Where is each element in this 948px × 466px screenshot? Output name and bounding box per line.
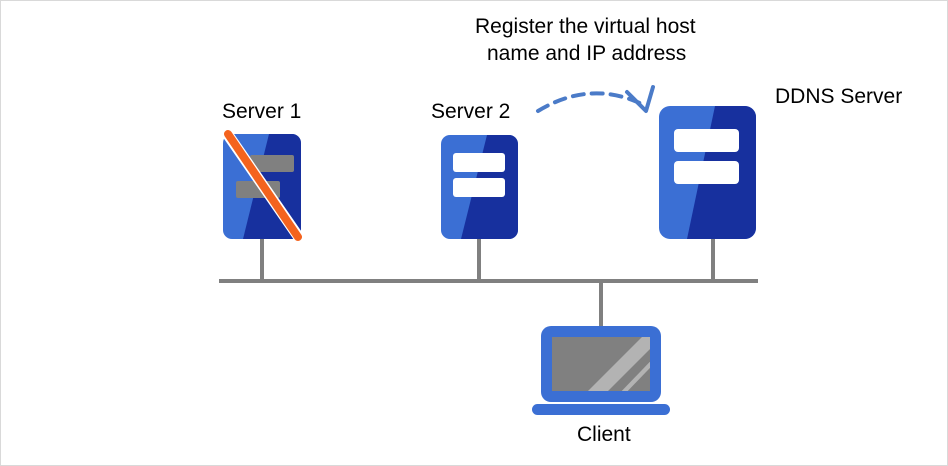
screen-glare bbox=[588, 337, 650, 391]
node-label-ddns: DDNS Server bbox=[775, 85, 903, 108]
disabled-slash-icon bbox=[220, 126, 306, 245]
server-bar-bottom bbox=[453, 178, 505, 197]
laptop-icon-client[interactable] bbox=[532, 326, 674, 415]
annotation-title-line-1: Register the virtual host bbox=[475, 15, 696, 38]
server-bar-top bbox=[453, 153, 505, 172]
curved-dashed-arrow-icon bbox=[536, 85, 655, 113]
annotation-title-line-2: name and IP address bbox=[487, 42, 687, 65]
laptop-base bbox=[532, 404, 670, 415]
server-icon-server2[interactable] bbox=[441, 135, 518, 239]
server-icon-ddns[interactable] bbox=[659, 106, 756, 239]
server-bar-bottom bbox=[674, 161, 739, 184]
node-label-server1: Server 1 bbox=[222, 100, 302, 123]
server-icon-server1[interactable] bbox=[220, 126, 306, 245]
node-label-client: Client bbox=[577, 423, 631, 446]
network-bus bbox=[219, 239, 758, 328]
server-bar-top bbox=[674, 129, 739, 152]
node-label-server2: Server 2 bbox=[431, 100, 511, 123]
server-bar-top bbox=[250, 155, 294, 172]
